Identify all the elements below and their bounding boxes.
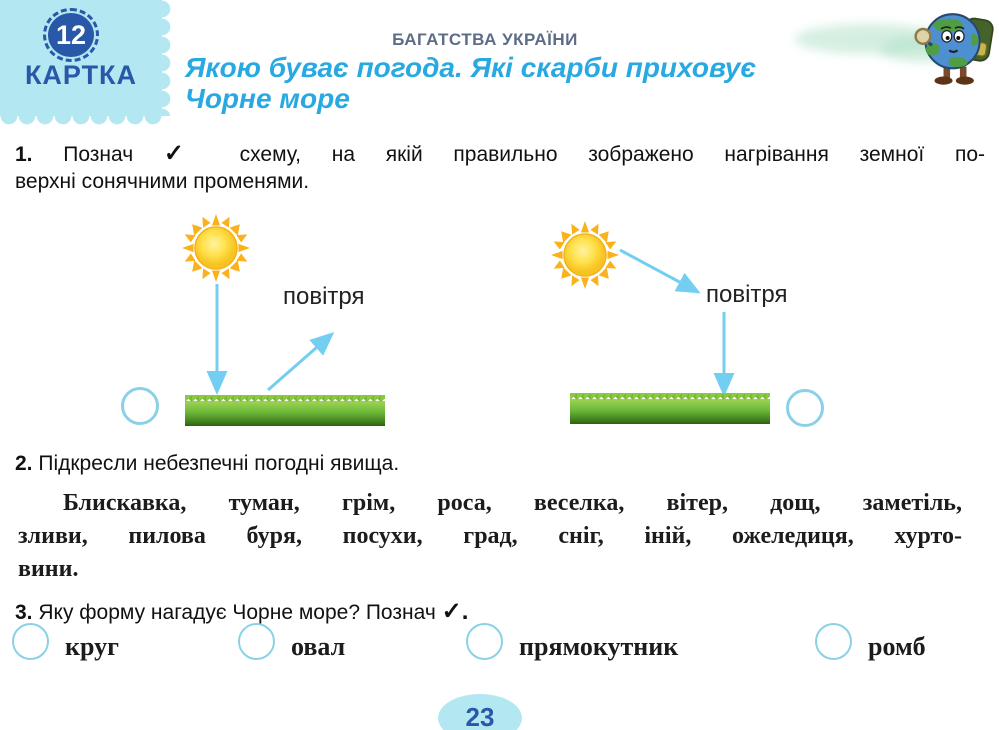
option-krug: круг <box>12 623 119 662</box>
air-label-right: повітря <box>706 281 788 308</box>
option-checkbox-romb[interactable] <box>815 623 852 660</box>
task1-line2: верхні сонячними променями. <box>15 170 310 193</box>
task1-line1: схему, на якій правильно зображено нагрі… <box>239 143 985 166</box>
grass-strip-right <box>570 393 770 424</box>
scheme-checkbox-left[interactable] <box>121 387 159 425</box>
checkmark-icon: ✓. <box>441 598 469 625</box>
ground-to-air-arrow <box>267 332 335 392</box>
shape-options: круг овал прямокутник ромб <box>0 623 999 678</box>
heating-diagrams: повітря повітря <box>0 200 999 445</box>
option-label: ромб <box>868 632 926 661</box>
option-checkbox-priamokutnyk[interactable] <box>466 623 503 660</box>
card-label: КАРТКА <box>24 60 138 90</box>
option-label: прямокутник <box>519 632 679 661</box>
sun-icon <box>551 221 619 289</box>
option-priamokutnyk: прямокутник <box>466 623 678 662</box>
card-number-badge: 12 <box>43 8 99 62</box>
sun-icon <box>182 214 250 282</box>
lesson-title: Якою буває погода. Які скарби приховує Ч… <box>185 52 757 115</box>
page-number-badge: 23 <box>438 694 522 730</box>
task3-instruction: Яку форму нагадує Чорне море? Познач <box>38 601 436 624</box>
card-stamp: 12 КАРТКА <box>0 0 171 125</box>
option-oval: овал <box>238 623 345 662</box>
phenomena-line-1: Блискавка, туман, грім, роса, веселка, в… <box>63 490 962 516</box>
option-checkbox-oval[interactable] <box>238 623 275 660</box>
magnifier-icon <box>914 27 932 45</box>
task2-text: 2. Підкресли небезпечні погодні явища. <box>15 452 985 476</box>
diagram-arrows <box>206 248 735 397</box>
phenomena-line-3: вини. <box>18 556 79 582</box>
task3-text: 3. Яку форму нагадує Чорне море? Познач … <box>15 597 985 626</box>
grass-strip-left <box>185 395 385 426</box>
globe-explorer-icon <box>914 13 994 85</box>
option-label: круг <box>65 632 119 661</box>
checkmark-icon: ✓ <box>163 140 209 167</box>
task3-number: 3. <box>15 601 33 624</box>
task1-text: 1. Познач ✓ схему, на якій правильно зоб… <box>15 140 985 195</box>
page-number: 23 <box>465 702 495 730</box>
option-checkbox-krug[interactable] <box>12 623 49 660</box>
phenomena-line-2: зливи, пилова буря, посухи, град, сніг, … <box>18 523 962 549</box>
card-number: 12 <box>55 19 87 50</box>
section-title: БАГАТСТВА УКРАЇНИ <box>392 30 578 49</box>
sun-to-air-arrow <box>619 248 701 294</box>
option-label: овал <box>291 632 346 661</box>
weather-phenomena-list: Блискавка, туман, грім, роса, веселка, в… <box>18 487 962 586</box>
task2-instruction: Підкресли небезпечні погодні явища. <box>38 452 400 475</box>
task1-number: 1. <box>15 143 33 166</box>
option-romb: ромб <box>815 623 926 662</box>
scheme-checkbox-right[interactable] <box>786 389 824 427</box>
task2-number: 2. <box>15 452 33 475</box>
air-label-left: повітря <box>283 283 365 310</box>
task1-pre: Познач <box>63 143 134 166</box>
